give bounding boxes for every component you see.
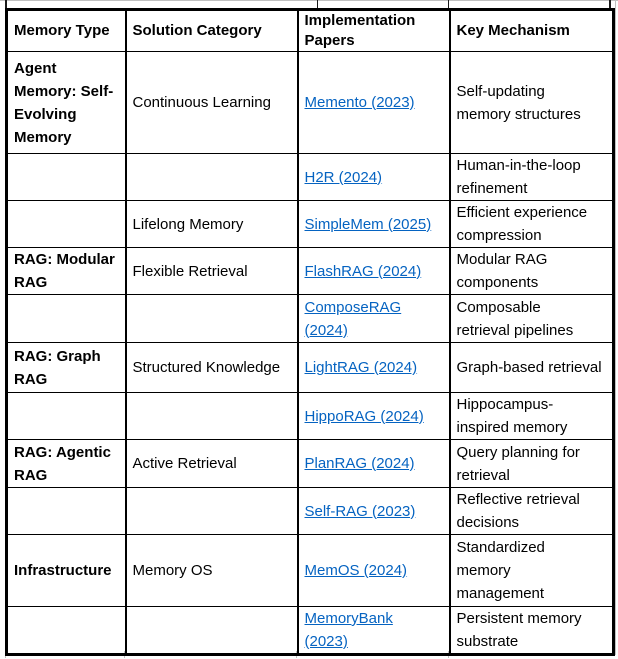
cell-implementation-paper: LightRAG (2024) [296,342,451,393]
cell-implementation-paper: FlashRAG (2024) [296,247,451,295]
cell-solution-category: Active Retrieval [124,439,299,488]
gridline-stub-top-mid2 [448,0,449,8]
cell-implementation-paper: Self-RAG (2023) [296,487,451,535]
paper-link-planrag[interactable]: PlanRAG (2024) [304,455,415,472]
cell-memory-type [5,392,127,440]
cell-solution-category: Flexible Retrieval [124,247,299,295]
cell-implementation-paper: Memento (2023) [296,51,451,154]
table-row: Agent Memory: Self- Evolving Memory Cont… [5,51,615,154]
table-row: RAG: Agentic RAG Active Retrieval PlanRA… [5,439,615,488]
cell-solution-category: Continuous Learning [124,51,299,154]
cell-memory-type [5,606,127,655]
table-row: ComposeRAG (2024) Composable retrieval p… [5,294,615,343]
cell-memory-type [5,200,127,248]
paper-link-lightrag[interactable]: LightRAG (2024) [304,359,418,376]
cell-implementation-paper: H2R (2024) [296,153,451,201]
gridline-stub-top-mid1 [317,0,318,8]
table-row: MemoryBank (2023) Persistent memory subs… [5,606,615,655]
column-header-key-mechanism: Key Mechanism [448,9,615,52]
cell-key-mechanism: Modular RAG components [448,247,615,295]
table-row: Lifelong Memory SimpleMem (2025) Efficie… [5,200,615,248]
cell-implementation-paper: ComposeRAG (2024) [296,294,451,343]
cell-memory-type: Infrastructure [5,534,127,607]
cell-memory-type: RAG: Modular RAG [5,247,127,295]
paper-link-memos[interactable]: MemOS (2024) [304,562,408,579]
cell-solution-category [124,487,299,535]
table-row: Infrastructure Memory OS MemOS (2024) St… [5,534,615,607]
cell-key-mechanism: Query planning for retrieval [448,439,615,488]
paper-link-hipporag[interactable]: HippoRAG (2024) [304,407,424,425]
cell-key-mechanism: Composable retrieval pipelines [448,294,615,343]
cell-key-mechanism: Self-updating memory structures [448,51,615,154]
cell-memory-type: Agent Memory: Self- Evolving Memory [5,51,127,154]
cell-memory-type [5,487,127,535]
cell-solution-category [124,153,299,201]
table-row: HippoRAG (2024) Hippocampus- inspired me… [5,392,615,440]
column-header-solution-category: Solution Category [124,9,299,52]
cell-key-mechanism: Standardized memory management [448,534,615,607]
header-row: Memory Type Solution Category Implementa… [5,9,615,52]
memory-systems-table: Memory Type Solution Category Implementa… [5,8,615,656]
cell-implementation-paper: MemoryBank (2023) [296,606,451,655]
cell-solution-category [124,294,299,343]
paper-link-h2r[interactable]: H2R (2024) [304,168,383,186]
cell-solution-category: Memory OS [124,534,299,607]
cell-key-mechanism: Reflective retrieval decisions [448,487,615,535]
column-header-memory-type: Memory Type [5,9,127,52]
cell-solution-category [124,606,299,655]
gridline-stub-top-right [609,0,611,8]
paper-link-simplemem[interactable]: SimpleMem (2025) [304,215,432,233]
cell-key-mechanism: Graph-based retrieval [448,342,615,393]
cell-implementation-paper: SimpleMem (2025) [296,200,451,248]
gridline-right [615,0,616,655]
cell-implementation-paper: HippoRAG (2024) [296,392,451,440]
cell-solution-category: Lifelong Memory [124,200,299,248]
table-row: H2R (2024) Human-in-the-loop refinement [5,153,615,201]
paper-link-flashrag[interactable]: FlashRAG (2024) [304,262,422,280]
gridline-stub-top-left [5,0,7,8]
paper-link-composerag[interactable]: ComposeRAG (2024) [304,298,402,339]
paper-link-memento[interactable]: Memento (2023) [304,94,415,111]
cell-memory-type: RAG: Graph RAG [5,342,127,393]
paper-link-selfrag[interactable]: Self-RAG (2023) [304,502,416,520]
column-header-implementation-papers: Implementation Papers [296,9,451,52]
cell-key-mechanism: Human-in-the-loop refinement [448,153,615,201]
cell-memory-type [5,153,127,201]
table-row: RAG: Graph RAG Structured Knowledge Ligh… [5,342,615,393]
gridline-top [0,0,618,1]
cell-memory-type [5,294,127,343]
paper-link-memorybank[interactable]: MemoryBank (2023) [304,610,393,650]
table-row: RAG: Modular RAG Flexible Retrieval Flas… [5,247,615,295]
cell-key-mechanism: Hippocampus- inspired memory [448,392,615,440]
table-row: Self-RAG (2023) Reflective retrieval dec… [5,487,615,535]
cell-key-mechanism: Persistent memory substrate [448,606,615,655]
cell-implementation-paper: MemOS (2024) [296,534,451,607]
cell-key-mechanism: Efficient experience compression [448,200,615,248]
cell-implementation-paper: PlanRAG (2024) [296,439,451,488]
cell-solution-category: Structured Knowledge [124,342,299,393]
cell-solution-category [124,392,299,440]
cell-memory-type: RAG: Agentic RAG [5,439,127,488]
